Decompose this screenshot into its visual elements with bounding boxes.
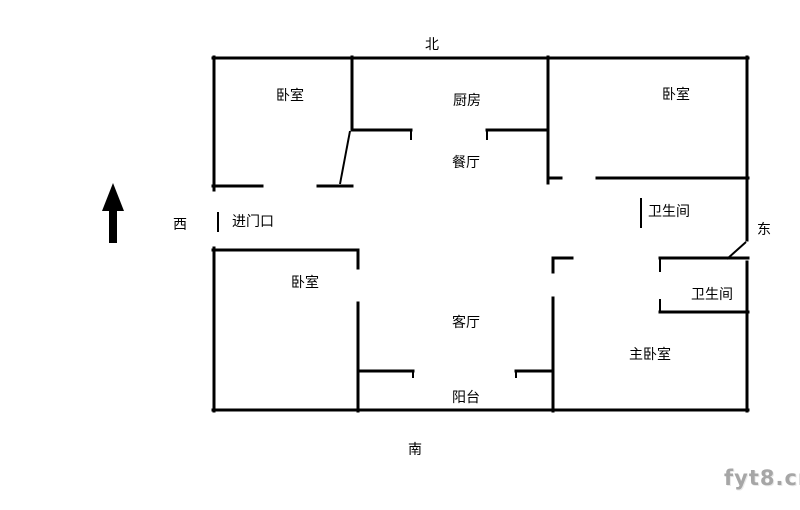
room-label-bedroom-mid-left: 卧室: [291, 275, 319, 291]
room-label-bathroom-lower: 卫生间: [691, 287, 733, 303]
room-label-kitchen: 厨房: [453, 93, 481, 109]
door-leaves: [217, 130, 747, 260]
bedroom-door-leaf: [339, 130, 351, 185]
compass-west-label: 西: [173, 217, 187, 233]
room-label-balcony: 阳台: [452, 390, 480, 406]
room-label-bathroom-upper: 卫生间: [648, 204, 690, 220]
entrance-label: 进门口: [232, 214, 274, 230]
compass-south-label: 南: [408, 442, 422, 458]
room-label-master-bedroom: 主卧室: [629, 347, 671, 363]
room-label-bedroom-top-left: 卧室: [276, 88, 304, 104]
room-label-living-room: 客厅: [452, 315, 480, 331]
compass-north-label: 北: [425, 37, 439, 53]
room-label-dining-room: 餐厅: [452, 155, 480, 171]
north-arrow-icon: [102, 183, 124, 243]
east-door-leaf: [726, 241, 747, 260]
compass-east-label: 东: [757, 222, 771, 238]
walls: [211, 55, 750, 413]
room-label-bedroom-top-right: 卧室: [662, 87, 690, 103]
watermark: fyt8.cn: [724, 466, 800, 490]
